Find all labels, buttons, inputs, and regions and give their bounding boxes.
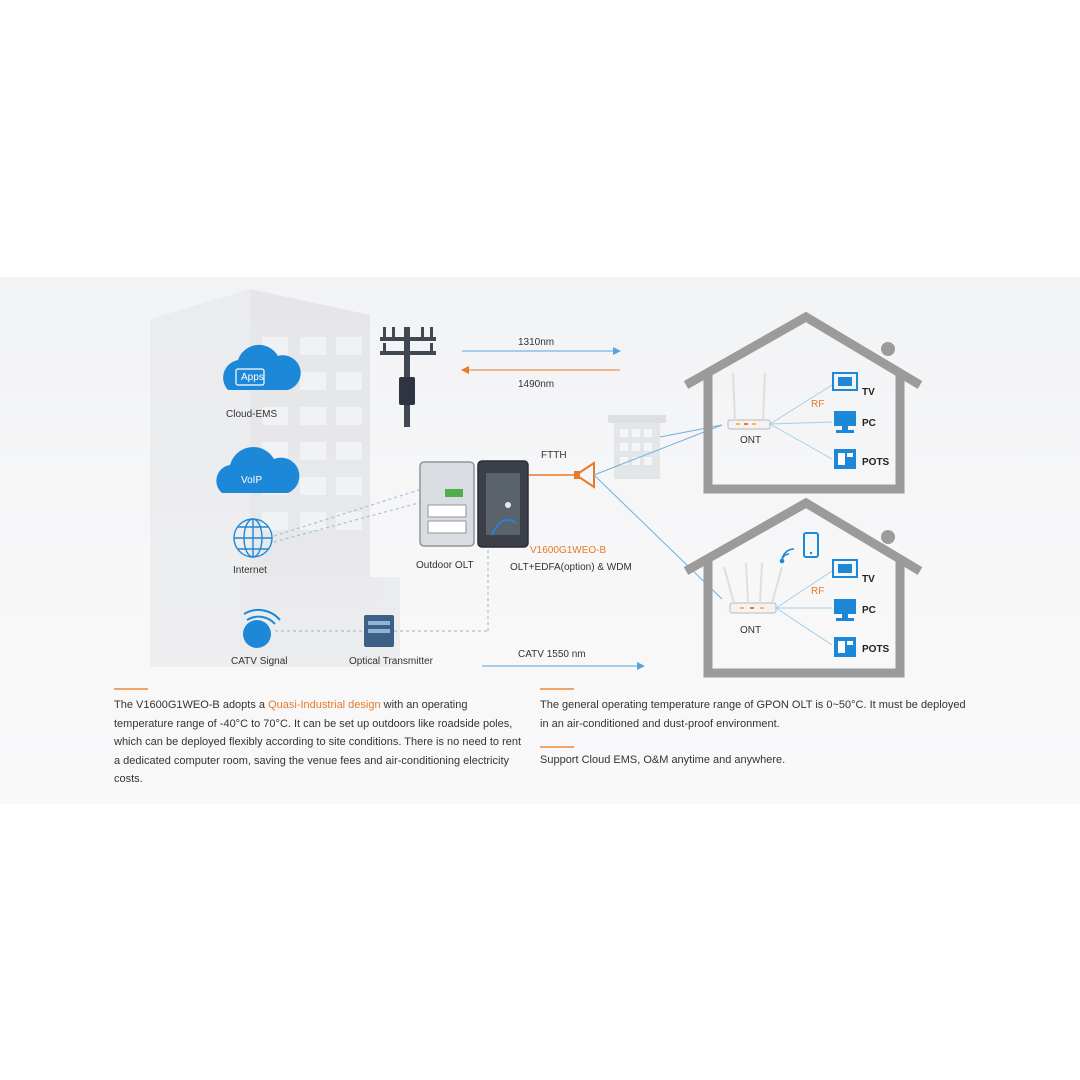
connection-lines-dashed (273, 488, 489, 632)
olt-description-label: OLT+EDFA(option) & WDM (510, 562, 632, 573)
catv-signal-icon (243, 608, 281, 648)
internet-globe-icon (233, 518, 273, 558)
network-diagram: Apps Cloud-EMS VoIP Internet CATV Signal… (150, 289, 923, 678)
tv-bottom-icon (832, 559, 858, 578)
voip-cloud-icon (216, 447, 300, 493)
pots-bottom-label: POTS (862, 644, 890, 655)
accent-line-left (114, 688, 148, 690)
tv-top-icon (832, 372, 858, 391)
accent-line-right-1 (540, 688, 574, 690)
description-left-highlight: Quasi-Industrial design (268, 699, 381, 711)
network-diagram-panel: Apps Cloud-EMS VoIP Internet CATV Signal… (0, 277, 1080, 804)
pc-bottom-icon (834, 599, 856, 621)
ont-top-label: ONT (740, 435, 761, 446)
pots-top-label: POTS (862, 457, 890, 468)
house-top-outline (683, 311, 923, 494)
chimney-bottom (881, 530, 895, 544)
wavelength-1490-label: 1490nm (518, 379, 554, 390)
model-label: V1600G1WEO-B (530, 545, 606, 556)
ont-router-bottom-icon (723, 562, 783, 614)
ftth-label: FTTH (541, 450, 567, 461)
wifi-icon (779, 548, 795, 564)
cloud-ems-icon: Apps (223, 344, 301, 390)
splitter-icon (574, 461, 595, 489)
apps-label: Apps (241, 372, 264, 383)
rf-bottom-label: RF (811, 586, 824, 597)
optical-transmitter-label: Optical Transmitter (349, 656, 434, 667)
apartment-building-icon (608, 415, 666, 479)
tv-bottom-label: TV (862, 574, 875, 585)
accent-line-right-2 (540, 746, 574, 748)
description-left: The V1600G1WEO-B adopts a Quasi-Industri… (114, 696, 529, 789)
ont-router-top-icon (727, 372, 771, 430)
pc-top-icon (834, 411, 856, 433)
utility-pole-icon (380, 327, 436, 427)
smartphone-icon (803, 532, 819, 558)
pc-top-label: PC (862, 418, 876, 429)
outdoor-olt-cabinet-icon (419, 460, 529, 548)
ont-bottom-label: ONT (740, 625, 761, 636)
rf-lines-bottom (775, 570, 833, 646)
house-bottom-outline (683, 497, 923, 678)
pc-bottom-label: PC (862, 605, 876, 616)
description-left-start: The V1600G1WEO-B adopts a (114, 699, 269, 711)
catv-wavelength-label: CATV 1550 nm (518, 649, 586, 660)
rf-lines-top (769, 384, 833, 460)
description-right-1: The general operating temperature range … (540, 699, 966, 730)
optical-transmitter-icon (364, 615, 394, 647)
outdoor-olt-label: Outdoor OLT (416, 560, 474, 571)
chimney-top (881, 342, 895, 356)
wavelength-1310-label: 1310nm (518, 337, 554, 348)
internet-label: Internet (233, 565, 267, 576)
description-left-end: with an operating temperature range of -… (114, 699, 522, 785)
pots-bottom-icon (834, 637, 856, 657)
description-right-2: Support Cloud EMS, O&M anytime and anywh… (540, 754, 786, 766)
pots-top-icon (834, 449, 856, 469)
rf-top-label: RF (811, 399, 824, 410)
tv-top-label: TV (862, 387, 875, 398)
catv-signal-label: CATV Signal (231, 656, 288, 667)
cloud-ems-label: Cloud-EMS (226, 409, 277, 420)
voip-label: VoIP (241, 475, 262, 486)
